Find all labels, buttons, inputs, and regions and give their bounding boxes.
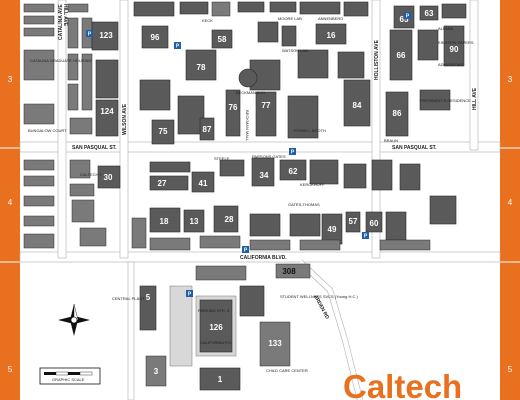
building-16: 16 <box>327 31 336 40</box>
building-77: 77 <box>262 101 271 110</box>
building-78: 78 <box>197 63 206 72</box>
label-powell-booth: POWELL BOOTH <box>294 128 326 133</box>
label-steele: STEELE <box>214 156 230 161</box>
svg-text:P: P <box>291 150 295 156</box>
building-133: 133 <box>268 339 282 348</box>
parking-icon: P <box>404 12 411 20</box>
building-308: 308 <box>282 267 296 276</box>
parking-icon: P <box>362 232 369 240</box>
grid-label-left-3: 3 <box>8 75 13 84</box>
building-34: 34 <box>260 171 269 180</box>
label-watson-lab: WATSON LAB <box>282 48 308 53</box>
label-catalina-housing: CATALINA GRADUATE HOUSING <box>30 58 92 63</box>
campus-buildings <box>131 1 467 251</box>
street-hill-top: HILL AVE <box>62 4 68 27</box>
label-alumni: ALUMNI <box>438 26 453 31</box>
building-84: 84 <box>353 101 362 110</box>
label-president: PRESIDENT'S RESIDENCE <box>420 98 471 103</box>
building-numbers: 123 96 58 65 63 66 78 16 90 124 76 77 84… <box>99 9 459 384</box>
streets <box>19 0 501 400</box>
building-5: 5 <box>146 293 151 302</box>
street-catalina: CATALINA AVE <box>58 4 64 40</box>
parking-icon: P <box>242 246 249 254</box>
building-66: 66 <box>397 51 406 60</box>
label-parking-structure: PARKING STR. 3 <box>198 308 230 313</box>
label-beckman-mall: BECKMAN MALL <box>245 110 250 142</box>
parking-icon: P <box>174 42 181 50</box>
grid-label-right-5: 5 <box>508 365 513 374</box>
svg-text:P: P <box>364 234 368 240</box>
building-27: 27 <box>158 179 167 188</box>
label-einstein: EINSTEIN PAPERS <box>438 40 474 45</box>
south-campus <box>139 263 311 391</box>
building-60: 60 <box>370 219 379 228</box>
building-123: 123 <box>99 31 113 40</box>
grid-label-left-4: 4 <box>8 198 13 207</box>
grid-label-right-3: 3 <box>508 75 513 84</box>
label-gates-thomas: GATES-THOMAS <box>288 202 320 207</box>
north-arrow-icon <box>58 303 90 336</box>
label-beckman-aud: BECKMAN AUD <box>236 90 265 95</box>
label-child-care: CHILD CARE CENTER <box>266 368 308 373</box>
building-62: 62 <box>289 167 298 176</box>
label-braun: BRAUN <box>384 138 398 143</box>
parking-icons: P P P P P P P <box>86 12 411 298</box>
svg-text:P: P <box>176 44 180 50</box>
label-annenberg: ANNENBERG <box>318 16 343 21</box>
building-3: 3 <box>154 367 159 376</box>
street-san-pasqual-left: SAN PASQUAL ST. <box>72 145 117 151</box>
street-hill-right: HILL AVE <box>472 87 478 110</box>
svg-text:P: P <box>188 292 192 298</box>
street-california: CALIFORNIA BLVD. <box>240 255 287 261</box>
svg-text:P: P <box>88 32 92 38</box>
building-65: 65 <box>400 15 409 24</box>
label-kerckhoff: KERCKHOFF <box>300 182 325 187</box>
street-san-pasqual-right: SAN PASQUAL ST. <box>392 145 437 151</box>
building-75: 75 <box>159 127 168 136</box>
label-bungalow: BUNGALOW COURT <box>28 128 67 133</box>
building-57: 57 <box>349 217 358 226</box>
svg-text:P: P <box>406 14 410 20</box>
building-96: 96 <box>151 33 160 42</box>
building-28: 28 <box>225 215 234 224</box>
label-moore-lab: MOORE LAB <box>278 16 302 21</box>
label-central-plant: CENTRAL PLANT <box>112 296 145 301</box>
building-49: 49 <box>328 225 337 234</box>
building-87: 87 <box>203 125 212 134</box>
grid-label-left-5: 5 <box>8 365 13 374</box>
building-76: 76 <box>229 103 238 112</box>
building-1: 1 <box>218 375 223 384</box>
label-parsons-gates: PARSONS GATES <box>252 154 286 159</box>
building-86: 86 <box>393 109 402 118</box>
building-58: 58 <box>218 35 227 44</box>
svg-text:P: P <box>244 248 248 254</box>
building-126: 126 <box>209 323 223 332</box>
label-student-wellness: STUDENT WELLNESS SVCS (Young H.C.) <box>280 294 358 299</box>
place-labels: CATALINA GRADUATE HOUSING BUNGALOW COURT… <box>28 16 474 373</box>
parking-icon: P <box>289 148 296 156</box>
building-63: 63 <box>425 9 434 18</box>
street-holliston: HOLLISTON AVE <box>374 39 380 80</box>
parking-icon: P <box>186 290 193 298</box>
building-18: 18 <box>160 217 169 226</box>
building-90: 90 <box>450 45 459 54</box>
grid-label-right-4: 4 <box>508 198 513 207</box>
label-caltech-y: CALTECH Y <box>80 172 102 177</box>
building-13: 13 <box>190 217 199 226</box>
label-keck: KECK <box>202 18 213 23</box>
label-california-ps: CALIFORNIA P.S. <box>200 340 232 345</box>
label-admissions: ADMISSIONS <box>438 62 463 67</box>
building-41: 41 <box>199 179 208 188</box>
graphic-scale: GRAPHIC SCALE <box>39 367 101 385</box>
parking-icon: P <box>86 30 93 38</box>
caltech-logo: Caltech <box>343 368 462 400</box>
graphic-scale-label: GRAPHIC SCALE <box>52 377 85 382</box>
street-wilson: WILSON AVE <box>122 103 128 135</box>
building-124: 124 <box>100 107 114 116</box>
building-30: 30 <box>104 173 113 182</box>
